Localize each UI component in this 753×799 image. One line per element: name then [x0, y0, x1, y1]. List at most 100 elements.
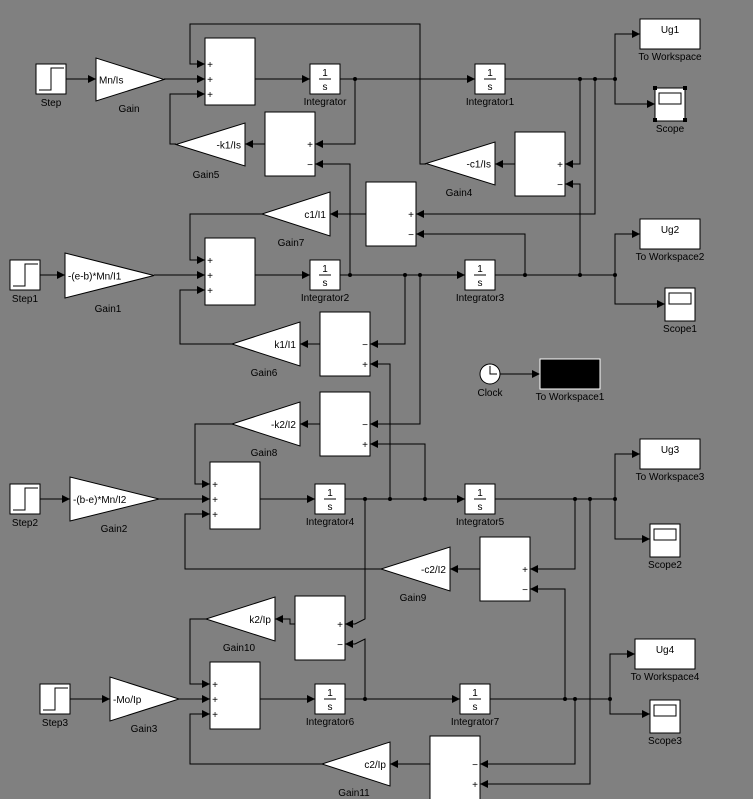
to-workspace-block-tws1[interactable]: t To Workspace1 — [536, 358, 605, 403]
block-label: Step3 — [42, 718, 69, 729]
sum-sign: + — [522, 565, 528, 576]
block-label: Gain1 — [95, 304, 122, 315]
branch-point — [363, 497, 367, 501]
gain-value: -k2/I2 — [271, 420, 296, 431]
sum-block-sum_c2ip[interactable]: −+ — [429, 735, 481, 799]
branch-point — [588, 497, 592, 501]
block-label: Gain5 — [193, 170, 220, 181]
block-label: Gain — [118, 104, 139, 115]
gain-value: -c2/I2 — [421, 565, 446, 576]
signal-line — [609, 699, 650, 718]
denominator: s — [328, 702, 333, 713]
scope-block-scope[interactable]: Scope — [654, 87, 686, 135]
sum-block-sum4[interactable]: +++ — [209, 661, 261, 730]
step-block-step3[interactable]: Step3 — [39, 683, 71, 729]
sum-sign: + — [207, 286, 213, 297]
sum-sign: − — [408, 230, 414, 241]
sum-block-sum_k2[interactable]: −+ — [319, 391, 371, 457]
sum-sign: − — [307, 160, 313, 171]
sum-block-sum_k1i1[interactable]: −+ — [319, 311, 371, 377]
sum-sign: + — [212, 510, 218, 521]
sum-block-sum_k2ip[interactable]: +− — [294, 595, 346, 661]
gain-value: -Mo/Ip — [113, 695, 142, 706]
sum-sign: − — [557, 180, 563, 191]
signal-line — [614, 79, 655, 108]
gain-value: -(b-e)*Mn/I2 — [73, 495, 127, 506]
signal-line — [416, 79, 596, 218]
block-label: Gain6 — [251, 368, 278, 379]
scope-block-scope1[interactable]: Scope1 — [663, 287, 697, 335]
sum-block-sum_c2[interactable]: +− — [479, 536, 531, 602]
step-block-step1[interactable]: Step1 — [9, 259, 41, 305]
block-label: To Workspace1 — [536, 392, 605, 403]
sum-block-sum_k1[interactable]: +− — [264, 111, 316, 177]
numerator: 1 — [487, 68, 493, 79]
block-label: Scope3 — [648, 736, 682, 747]
sum-sign: + — [207, 271, 213, 282]
sum-sign: − — [472, 760, 478, 771]
branch-point — [418, 273, 422, 277]
scope-screen-icon — [658, 92, 682, 105]
scope-screen-icon — [668, 292, 692, 305]
signal-line — [614, 30, 640, 79]
step-block-step2[interactable]: Step2 — [9, 483, 41, 529]
denominator: s — [478, 502, 483, 513]
gain-value: -(e-b)*Mn/I1 — [68, 272, 122, 283]
block-label: Integrator6 — [306, 717, 355, 728]
sum-block-sum2[interactable]: +++ — [204, 237, 256, 306]
scope-block-scope3[interactable]: Scope3 — [648, 699, 682, 747]
sum-sign: + — [362, 440, 368, 451]
signal-line — [189, 710, 322, 765]
variable-name: t — [569, 365, 572, 376]
selection-handle[interactable] — [683, 86, 687, 90]
signal-line — [614, 275, 665, 308]
signal-line — [530, 585, 566, 699]
step-block-step[interactable]: Step — [35, 63, 67, 109]
signal-line — [416, 230, 526, 275]
denominator: s — [488, 82, 493, 93]
selection-handle[interactable] — [683, 118, 687, 122]
sum-block-sum_c1i1[interactable]: +− — [365, 181, 417, 247]
sum-block-sum_c1[interactable]: +− — [514, 131, 566, 197]
signal-line — [370, 275, 421, 428]
signal-line — [614, 230, 640, 275]
scope-block-scope2[interactable]: Scope2 — [648, 523, 682, 571]
step-icon — [39, 67, 64, 91]
branch-point — [423, 497, 427, 501]
branch-point — [573, 497, 577, 501]
sum-sign: + — [212, 710, 218, 721]
gain-value: k2/Ip — [249, 615, 271, 626]
selection-handle[interactable] — [653, 86, 657, 90]
sum-block-sum1[interactable]: +++ — [204, 37, 256, 106]
block-label: Integrator5 — [456, 517, 505, 528]
clock-block[interactable]: Clock — [477, 363, 503, 399]
branch-point — [613, 273, 617, 277]
selection-handle[interactable] — [653, 118, 657, 122]
sum-block-sum3[interactable]: +++ — [209, 461, 261, 530]
